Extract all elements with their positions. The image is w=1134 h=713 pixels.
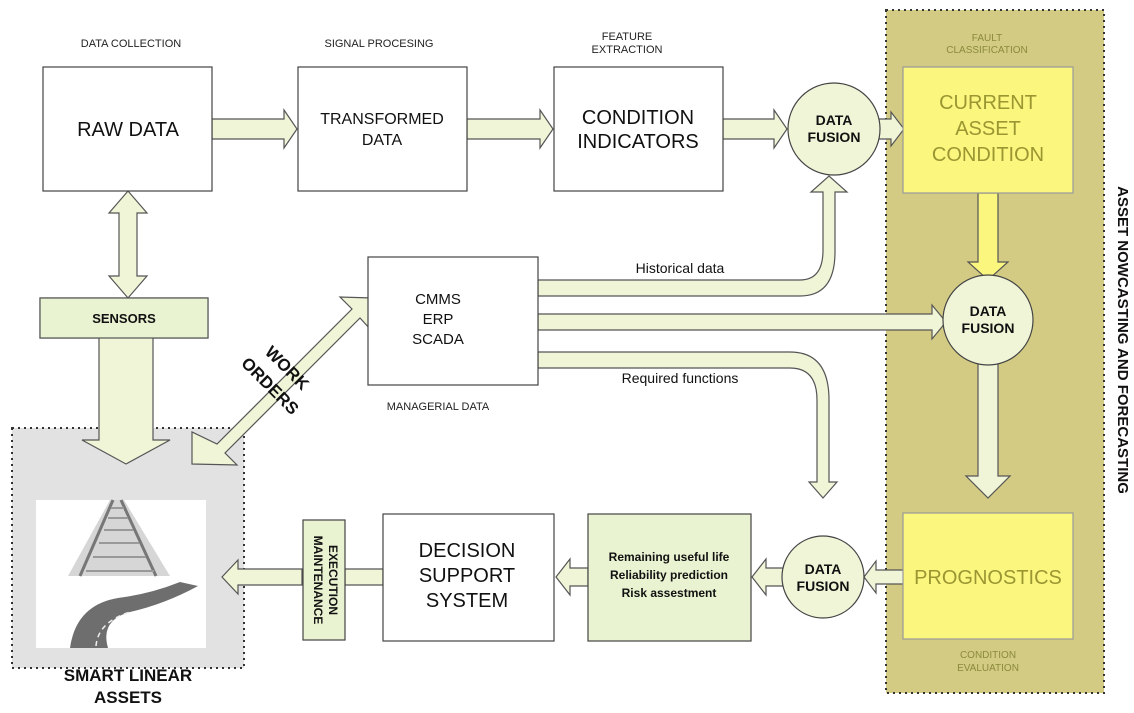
data-fusion-circle-1	[787, 82, 881, 176]
rul-label-1: Remaining useful life	[609, 550, 730, 564]
sensors-box-bg	[39, 297, 209, 339]
prognostics-label: PROGNOSTICS	[914, 567, 1062, 589]
data-fusion-3-line2: FUSION	[797, 578, 850, 594]
arrow-fusion2-to-prognostics	[964, 363, 1012, 499]
nowcasting-vertical-label: ASSET NOWCASTING AND FORECASTING	[1114, 186, 1131, 494]
dss-label-3: SYSTEM	[426, 590, 508, 612]
rul-label-3: Risk assestment	[622, 586, 717, 600]
arrow-raw-to-transformed	[211, 108, 298, 150]
stage-signal-processing: SIGNAL PROCESING	[324, 38, 433, 50]
data-fusion-1-line1: DATA	[816, 112, 853, 128]
cmms-label-2: ERP	[423, 311, 454, 328]
arrow-dss-to-maintenance	[344, 568, 384, 586]
arrow-indicators-to-fusion	[722, 108, 788, 150]
arrow-maintenance-to-assets	[221, 558, 303, 596]
stage-managerial-data: MANAGERIAL DATA	[387, 401, 490, 413]
raw-data-box	[42, 66, 213, 192]
current-asset-label-2: ASSET	[955, 118, 1021, 140]
prognostics-box	[902, 512, 1074, 640]
sensors-label: SENSORS	[92, 311, 156, 326]
maintenance-label-2: EXECUTION	[326, 545, 340, 615]
arrow-fusion-to-current	[878, 110, 905, 148]
data-fusion-2-line1: DATA	[970, 303, 1007, 319]
stage-condition-evaluation-line1: CONDITION	[960, 650, 1016, 661]
arrow-historical-data	[537, 175, 849, 297]
rul-box	[587, 513, 752, 642]
stage-fault-classification-line2: CLASSIFICATION	[946, 45, 1028, 56]
data-fusion-circle-3	[781, 535, 865, 619]
required-functions-label: Required functions	[622, 370, 739, 386]
dss-label-2: SUPPORT	[419, 565, 515, 587]
arrow-cmms-to-fusion2	[537, 303, 947, 341]
data-fusion-1-line2: FUSION	[808, 129, 861, 145]
dss-box	[382, 513, 555, 642]
cmms-label-3: SCADA	[412, 331, 464, 348]
arrow-prognostics-to-fusion3	[863, 559, 907, 595]
cmms-box	[367, 256, 539, 386]
stage-fault-classification-line1: FAULT	[972, 33, 1002, 44]
maintenance-label-1: MAINTENANCE	[311, 536, 325, 625]
maintenance-box	[302, 519, 346, 641]
raw-data-label: RAW DATA	[77, 119, 180, 141]
current-asset-label-1: CURRENT	[939, 92, 1037, 114]
condition-indicators-label-1: CONDITION	[582, 107, 694, 129]
arrow-current-to-fusion2	[966, 192, 1010, 281]
arrow-transformed-to-indicators	[466, 108, 554, 150]
condition-indicators-box	[553, 66, 724, 192]
stage-feature-extraction-line1: FEATURE	[602, 31, 653, 43]
stage-condition-evaluation-line2: EVALUATION	[957, 663, 1019, 674]
current-asset-condition-box	[902, 66, 1074, 194]
stage-data-collection: DATA COLLECTION	[81, 38, 182, 50]
arrow-required-functions	[537, 351, 839, 499]
cmms-label-1: CMMS	[415, 291, 461, 308]
transformed-data-box	[297, 66, 468, 192]
railway-road-icon	[36, 499, 206, 648]
smart-assets-label-2: ASSETS	[94, 688, 162, 707]
dss-label-1: DECISION	[419, 540, 516, 562]
data-fusion-2-line2: FUSION	[962, 320, 1015, 336]
smart-assets-label-1: SMART LINEAR	[64, 666, 192, 685]
transformed-data-label-1: TRANSFORMED	[320, 111, 444, 128]
transformed-data-label-2: DATA	[362, 132, 403, 149]
stage-feature-extraction-line2: EXTRACTION	[592, 44, 663, 56]
arrow-fusion3-to-rul	[751, 557, 784, 597]
arrow-rul-to-dss	[555, 557, 589, 597]
arrow-raw-sensors	[107, 190, 149, 299]
data-fusion-3-line1: DATA	[805, 561, 842, 577]
data-fusion-circle-2	[942, 274, 1034, 366]
current-asset-label-3: CONDITION	[932, 144, 1044, 166]
condition-indicators-label-2: INDICATORS	[577, 131, 699, 153]
rul-label-2: Reliability prediction	[610, 568, 728, 582]
historical-data-label: Historical data	[636, 260, 725, 276]
